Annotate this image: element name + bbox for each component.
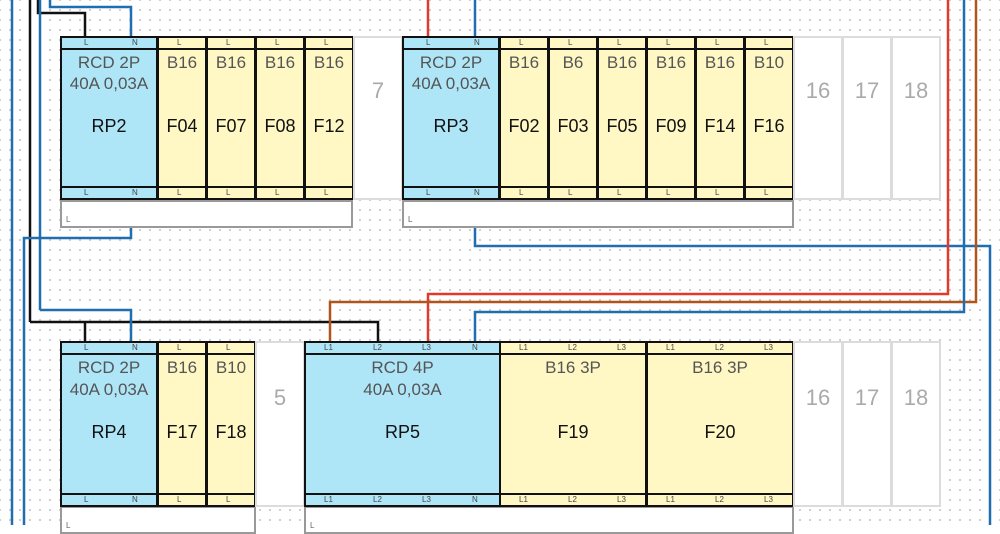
busbar-row1-a: L bbox=[60, 200, 353, 228]
busbar-row1-b: L bbox=[402, 200, 794, 228]
busbar-row2-b: L bbox=[304, 506, 794, 534]
busbar-row2-a: L bbox=[60, 506, 256, 534]
wire-blue bbox=[40, 308, 133, 342]
mcb-f05[interactable]: L B16 F05 L bbox=[597, 36, 647, 200]
mcb-f03[interactable]: L B6 F03 L bbox=[548, 36, 598, 200]
mcb-f04[interactable]: L B16 F04 L bbox=[157, 36, 207, 200]
empty-slot-16b: 16 bbox=[793, 341, 843, 507]
mcb-f08[interactable]: L B16 F08 L bbox=[255, 36, 305, 200]
mcb-f20[interactable]: L1 L2 L3 B16 3P F20 L1 L2 L3 bbox=[646, 341, 794, 507]
empty-slot-7: 7 bbox=[353, 36, 403, 200]
mcb-f12[interactable]: L B16 F12 L bbox=[304, 36, 354, 200]
rcd-rp5[interactable]: L1 L2 L3 N RCD 4P 40A 0,03A RP5 L1 L2 L3… bbox=[304, 341, 501, 507]
empty-slot-18b: 18 bbox=[891, 341, 941, 507]
mcb-f19[interactable]: L1 L2 L3 B16 3P F19 L1 L2 L3 bbox=[499, 341, 647, 507]
mcb-f02[interactable]: L B16 F02 L bbox=[499, 36, 549, 200]
mcb-f17[interactable]: L B16 F17 L bbox=[157, 341, 207, 507]
empty-slot-17b: 17 bbox=[842, 341, 892, 507]
wire-blue bbox=[48, 0, 133, 38]
wire-brown bbox=[328, 0, 978, 342]
wire-black bbox=[36, 0, 87, 38]
mcb-f07[interactable]: L B16 F07 L bbox=[206, 36, 256, 200]
mcb-f16[interactable]: L B10 F16 L bbox=[744, 36, 794, 200]
mcb-f14[interactable]: L B16 F14 L bbox=[695, 36, 745, 200]
mcb-f18[interactable]: L B10 F18 L bbox=[206, 341, 256, 507]
wire-red bbox=[426, 0, 950, 342]
wire-black bbox=[30, 320, 380, 342]
empty-slot-17: 17 bbox=[842, 36, 892, 200]
wire-blue bbox=[473, 0, 966, 342]
empty-slot-16: 16 bbox=[793, 36, 843, 200]
empty-slot-5: 5 bbox=[255, 341, 305, 507]
empty-slot-18: 18 bbox=[891, 36, 941, 200]
mcb-f09[interactable]: L B16 F09 L bbox=[646, 36, 696, 200]
